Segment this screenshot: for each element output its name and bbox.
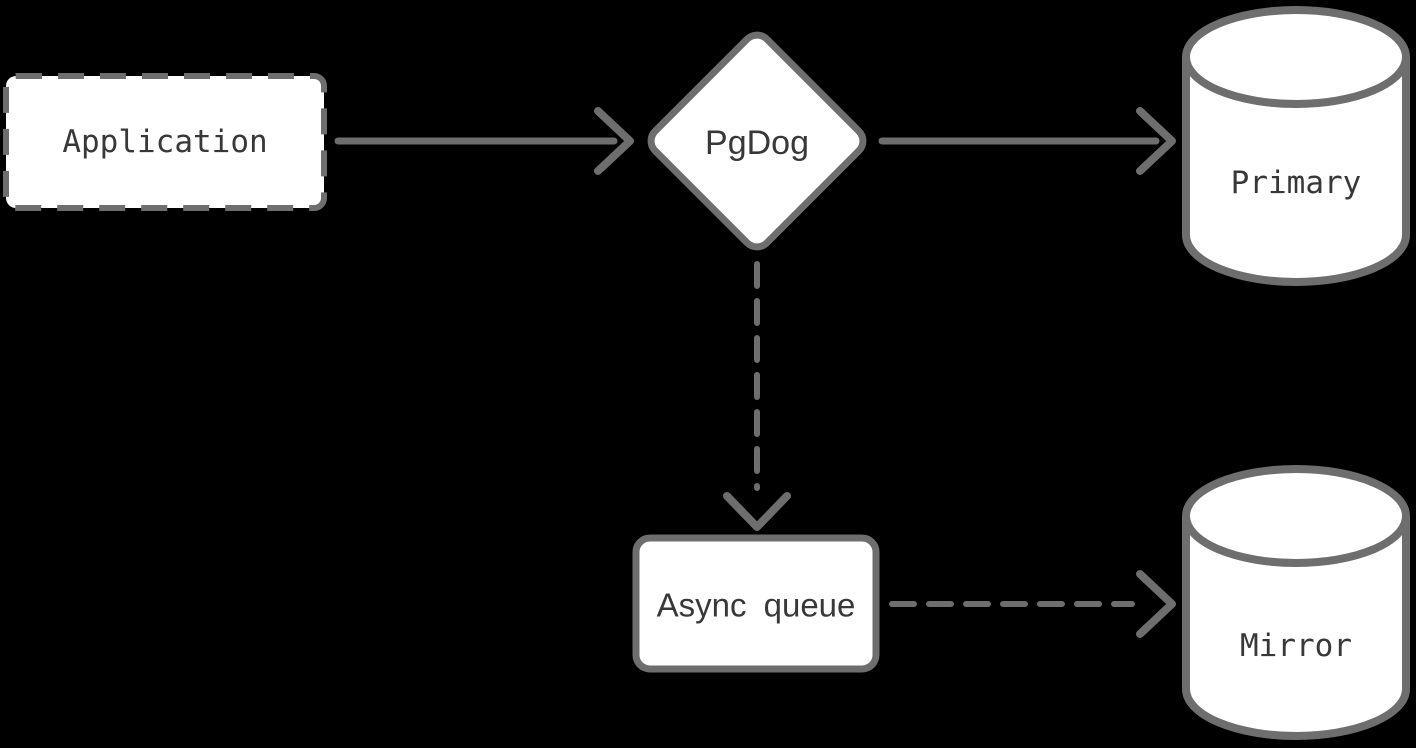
pgdog-label: PgDog <box>705 124 809 162</box>
edge-asyncqueue-mirror <box>889 570 1176 638</box>
mirror-label: Mirror <box>1240 628 1352 664</box>
mirror-cylinder-body <box>1182 516 1410 740</box>
primary-label: Primary <box>1231 165 1362 201</box>
edge-pgdog-primary <box>878 107 1176 175</box>
arrowhead-down-icon <box>723 492 791 531</box>
arrowhead-right-icon <box>594 107 634 175</box>
application-label: Application <box>62 124 267 160</box>
async-queue-label: Async queue <box>657 587 856 624</box>
arrowhead-right-icon <box>1136 570 1176 638</box>
node-primary: Primary <box>1182 6 1410 286</box>
node-application: Application <box>3 73 327 211</box>
node-async-queue: Async queue <box>632 534 880 673</box>
application-box <box>3 73 327 211</box>
pgdog-diamond <box>647 31 867 251</box>
edge-application-pgdog <box>334 107 634 175</box>
primary-cylinder-top <box>1182 6 1410 108</box>
edge-pgdog-asyncqueue <box>723 261 791 531</box>
node-pgdog: PgDog <box>647 31 867 251</box>
async-queue-box <box>632 534 880 673</box>
primary-cylinder-body <box>1182 57 1410 286</box>
mirror-cylinder-top <box>1182 465 1410 567</box>
node-mirror: Mirror <box>1182 465 1410 740</box>
arrowhead-right-icon <box>1136 107 1176 175</box>
